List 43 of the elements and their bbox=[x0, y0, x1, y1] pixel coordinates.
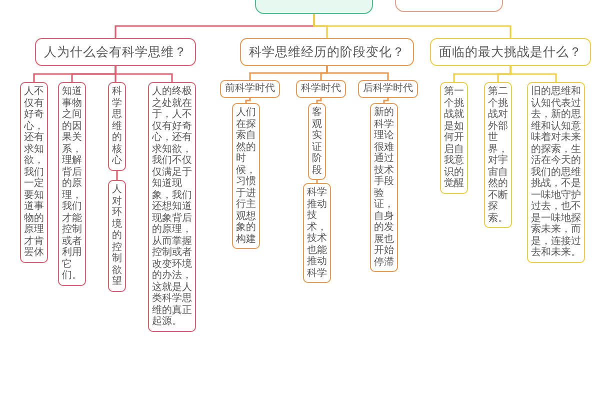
topic-text: 人为什么会有科学思维？ bbox=[44, 45, 187, 60]
node-text: 客观实证阶段 bbox=[312, 107, 322, 176]
node-text: 知道事物之间的因果关系，理解背后的原理，我们才能控制或者利用它们。 bbox=[62, 86, 82, 282]
node-text: 人们在探索自然的时候，习惯于进行主观想象的构建 bbox=[236, 107, 256, 245]
connector-line bbox=[316, 180, 318, 183]
connector-line bbox=[245, 98, 251, 103]
subtopic-box bbox=[232, 103, 260, 249]
subtopic-box bbox=[58, 82, 86, 286]
node-text: 人的终极之处就在于，人不仅有好奇心，还有求知欲，我们不仅仅满足于知道现象，我们还想知道现象背后的原理，从而掌握控制或者改变环境的办法，这就是人类科学思维的真正起源。 bbox=[152, 86, 192, 328]
topic-text: 面临的最大挑战是什么？ bbox=[439, 45, 582, 60]
subtopic-box bbox=[440, 82, 468, 194]
topic-box bbox=[430, 38, 591, 66]
node-text: 人不仅有好奇心，还有求知欲，我们一定要知道事物的原理才肯罢休 bbox=[24, 86, 44, 258]
node-text: 后科学时代 bbox=[363, 83, 413, 94]
node-text: 第二个挑战对外部世界，对宇宙自然的不断探索。 bbox=[488, 86, 508, 224]
connector-line bbox=[316, 98, 322, 103]
subtopic-box bbox=[484, 82, 512, 228]
subtopic-box bbox=[20, 82, 48, 262]
subtopic-box bbox=[370, 103, 398, 272]
node-text: 科学时代 bbox=[301, 83, 341, 94]
subtopic-box bbox=[296, 80, 346, 98]
node-text: 人对环境的控制欲望 bbox=[112, 184, 122, 288]
connector-line bbox=[114, 66, 173, 82]
subtopic-box bbox=[108, 180, 126, 292]
connector-line bbox=[510, 66, 557, 82]
subtopic-box bbox=[220, 80, 280, 98]
connector-line bbox=[326, 66, 389, 80]
connector-line bbox=[313, 14, 512, 38]
subtopic-box bbox=[358, 80, 418, 98]
subtopic-box bbox=[303, 183, 331, 283]
topic-box bbox=[35, 38, 196, 66]
connector-line bbox=[383, 98, 389, 103]
node-text: 前科学时代 bbox=[225, 83, 275, 94]
subtopic-box bbox=[308, 103, 326, 180]
topic-box bbox=[240, 38, 414, 66]
topic-text: 科学思维经历的阶段变化？ bbox=[249, 45, 405, 60]
node-text: 新的科学理论很难通过技术手段验证，自身的发展也开始停滞 bbox=[374, 107, 394, 268]
subtopic-box bbox=[108, 82, 126, 170]
connector-line bbox=[116, 171, 118, 180]
node-text: 旧的思维和认知代表过去，新的思维和认知意味着对未来的探索，生活在今天的我们的思维挑战，不是一味地守护过去，也不是一味地探索未来，而是，连接过去和未来。 bbox=[531, 86, 581, 258]
node-text: 科学思维的核心 bbox=[112, 86, 122, 166]
node-text: 科学推动技术，技术也能推动科学 bbox=[307, 187, 327, 279]
node-text: 第一个挑战就是如何开启自我意识的觉醒 bbox=[444, 86, 464, 190]
